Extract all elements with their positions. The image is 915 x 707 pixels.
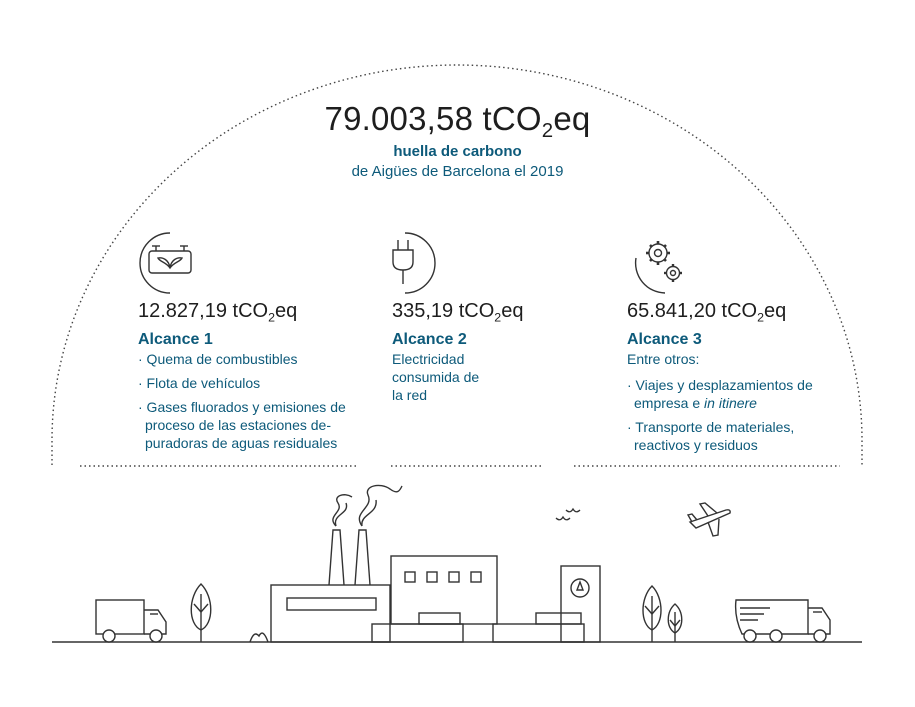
scope-3-value: 65.841,20 tCO2eq [627,300,787,325]
airplane-icon [686,502,731,537]
truck-icon [734,599,831,643]
scope-1-item: · Gases fluorados y emisiones de proceso… [138,399,346,451]
scope-3-item: · Transporte de materiales, reactivos y … [627,419,795,453]
total-footprint-value: 79.003,58 tCO2eq [324,100,591,143]
gears-icon [634,241,682,294]
scope-2-description: Electricidad consumida de la red [392,351,480,403]
scope-3-items: Entre otros: · Viajes y desplazamientos … [627,350,837,460]
scope-1-item: · Quema de combustibles [138,351,298,367]
tree-icon [190,583,212,642]
generator-leaf-icon [139,232,192,294]
scope-1-items: · Quema de combustibles · Flota de vehíc… [138,350,360,458]
truck-icon [95,599,167,643]
scope-2-title: Alcance 2 [392,331,467,348]
scope-1-item: · Flota de vehículos [138,375,261,391]
scope-1-title: Alcance 1 [138,331,213,348]
bush-icon [249,632,269,643]
scope-3-title: Alcance 3 [627,331,702,348]
total-footprint-sublabel: de Aigües de Barcelona el 2019 [351,163,564,180]
scope-3-item: · Viajes y desplazamientos de empresa e … [627,377,813,411]
scope-3-intro: Entre otros: [627,351,700,367]
scope-2-value: 335,19 tCO2eq [392,300,524,325]
water-tank-icon [492,565,601,643]
tree-icon [642,585,683,642]
scope-1-value: 12.827,19 tCO2eq [138,300,298,325]
smoke-icon [332,484,403,527]
power-plug-icon [392,232,436,294]
birds-icon [555,507,581,521]
total-footprint-label: huella de carbono [393,143,522,160]
factory-icon [270,529,498,643]
